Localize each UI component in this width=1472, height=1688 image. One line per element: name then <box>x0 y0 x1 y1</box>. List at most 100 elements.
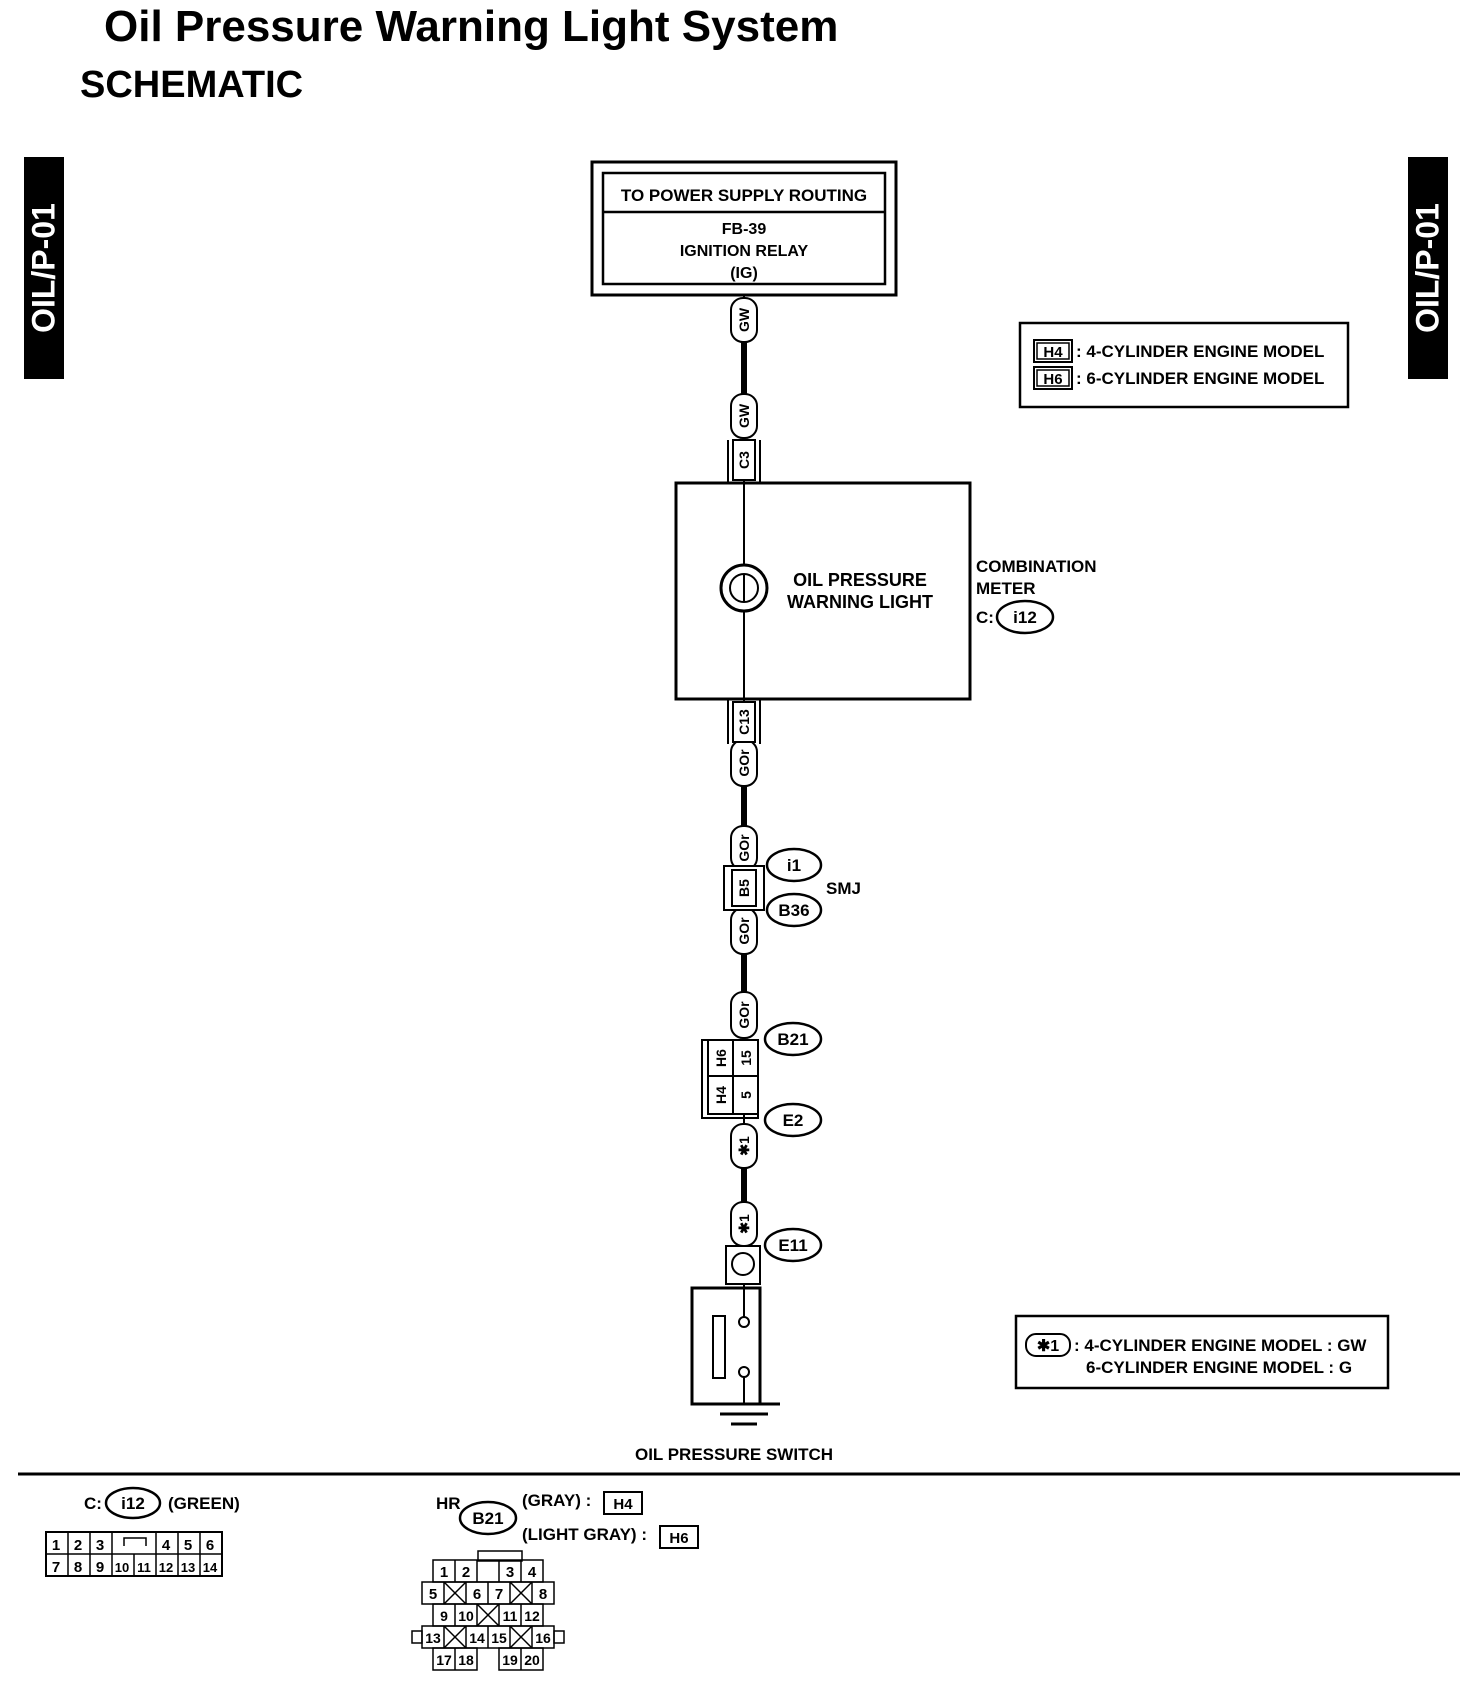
svg-text:13: 13 <box>425 1630 441 1646</box>
svg-text:13: 13 <box>181 1560 195 1575</box>
svg-text:GOr: GOr <box>736 834 752 862</box>
svg-text:6: 6 <box>206 1537 214 1554</box>
legend-h6-text: : 6-CYLINDER ENGINE MODEL <box>1076 369 1324 388</box>
svg-text:4: 4 <box>528 1564 537 1581</box>
svg-text:H6: H6 <box>669 1530 688 1547</box>
connector-e11-pin <box>725 1245 761 1285</box>
svg-text:B21: B21 <box>777 1030 808 1049</box>
svg-text:B21: B21 <box>472 1509 503 1528</box>
svg-text:17: 17 <box>436 1652 452 1668</box>
page-title: Oil Pressure Warning Light System <box>104 2 839 51</box>
svg-text:8: 8 <box>539 1586 547 1603</box>
svg-text:12: 12 <box>524 1608 540 1624</box>
wire-label-gw-1: GW <box>730 297 758 343</box>
svg-text:C3: C3 <box>736 451 752 469</box>
connector-b36: B36 <box>765 892 823 928</box>
svg-text:GOr: GOr <box>736 749 752 777</box>
svg-text:(GREEN): (GREEN) <box>168 1494 240 1513</box>
svg-text:C13: C13 <box>736 709 752 735</box>
star-legend: ✱1 : 4-CYLINDER ENGINE MODEL : GW 6-CYLI… <box>1014 1314 1390 1390</box>
legend-h4-tag: H4 <box>1043 344 1063 361</box>
svg-text:B5: B5 <box>736 879 752 897</box>
svg-text:6: 6 <box>473 1586 481 1603</box>
engine-legend: H4 : 4-CYLINDER ENGINE MODEL H6 : 6-CYLI… <box>1018 321 1350 409</box>
svg-text:3: 3 <box>506 1564 514 1581</box>
star-legend-tag: ✱1 <box>1037 1338 1059 1355</box>
svg-text:5: 5 <box>184 1537 192 1554</box>
svg-text:1: 1 <box>440 1564 448 1581</box>
wire-label-gor-1: GOr <box>730 739 758 787</box>
combination-meter: OIL PRESSURE WARNING LIGHT COMBINATION M… <box>674 481 1097 701</box>
wire-label-gor-3: GOr <box>730 907 758 955</box>
star-legend-line1: : 4-CYLINDER ENGINE MODEL : GW <box>1074 1336 1367 1355</box>
svg-text:11: 11 <box>503 1608 518 1624</box>
wire-label-gw-2: GW <box>730 393 758 439</box>
svg-text:HR: HR <box>436 1494 461 1513</box>
svg-text:GW: GW <box>736 307 752 332</box>
side-tab-right: OIL/P-01 <box>1408 157 1448 379</box>
svg-text:E11: E11 <box>778 1236 807 1255</box>
svg-text:9: 9 <box>96 1559 104 1576</box>
svg-text:B36: B36 <box>778 901 809 920</box>
pin-5: 5 <box>738 1091 754 1099</box>
svg-text:14: 14 <box>469 1630 485 1646</box>
power-supply-box: TO POWER SUPPLY ROUTING FB-39 IGNITION R… <box>590 160 898 297</box>
svg-text:2: 2 <box>74 1537 82 1554</box>
power-supply-line3: (IG) <box>730 265 758 282</box>
pin-15: 15 <box>738 1050 754 1066</box>
svg-text:16: 16 <box>535 1630 551 1646</box>
svg-text:GOr: GOr <box>736 1001 752 1029</box>
svg-text:✱1: ✱1 <box>736 1214 752 1234</box>
oil-pressure-switch <box>690 1286 780 1426</box>
svg-text:7: 7 <box>495 1586 503 1603</box>
pin-c13: C13 <box>727 700 761 744</box>
svg-text:14: 14 <box>203 1560 218 1575</box>
connector-e11: E11 <box>763 1227 823 1263</box>
lamp-label-line1: OIL PRESSURE <box>793 570 927 590</box>
connector-i1: i1 <box>765 847 823 883</box>
svg-text:7: 7 <box>52 1559 60 1576</box>
smj-label: SMJ <box>826 879 861 898</box>
svg-text:(LIGHT GRAY) :: (LIGHT GRAY) : <box>522 1525 647 1544</box>
meter-conn-i12: i12 <box>1013 608 1037 627</box>
connector-view-i12: C: i12 (GREEN) 1 2 3 4 5 6 7 8 9 10 11 1… <box>45 1486 240 1577</box>
star-legend-line2: 6-CYLINDER ENGINE MODEL : G <box>1086 1358 1352 1377</box>
svg-text:11: 11 <box>137 1560 151 1575</box>
connector-view-b21: HR B21 (GRAY) : H4 (LIGHT GRAY) : H6 1 2… <box>411 1491 699 1671</box>
legend-h4-text: : 4-CYLINDER ENGINE MODEL <box>1076 342 1324 361</box>
svg-text:4: 4 <box>162 1537 171 1554</box>
pin-h6-tag: H6 <box>713 1049 729 1067</box>
page-subtitle: SCHEMATIC <box>80 64 304 106</box>
meter-label-line1: COMBINATION <box>976 557 1097 576</box>
side-tab-left: OIL/P-01 <box>24 157 64 379</box>
meter-label-line2: METER <box>976 579 1036 598</box>
svg-text:E2: E2 <box>783 1111 804 1130</box>
meter-conn-prefix: C: <box>976 608 994 627</box>
svg-text:GOr: GOr <box>736 917 752 945</box>
svg-text:i12: i12 <box>121 1494 145 1513</box>
svg-text:20: 20 <box>524 1652 540 1668</box>
lamp-label-line2: WARNING LIGHT <box>787 592 933 612</box>
pin-h4-tag: H4 <box>713 1086 729 1104</box>
svg-text:(GRAY) :: (GRAY) : <box>522 1491 591 1510</box>
svg-text:3: 3 <box>96 1537 104 1554</box>
svg-text:GW: GW <box>736 403 752 428</box>
wire-label-star1-2: ✱1 <box>730 1201 758 1247</box>
svg-text:10: 10 <box>115 1560 129 1575</box>
svg-text:10: 10 <box>458 1608 474 1624</box>
svg-text:15: 15 <box>491 1630 507 1646</box>
svg-text:C:: C: <box>84 1494 102 1513</box>
svg-text:18: 18 <box>458 1652 474 1668</box>
svg-text:12: 12 <box>159 1560 173 1575</box>
power-supply-header: TO POWER SUPPLY ROUTING <box>621 186 867 205</box>
wire-label-star1-1: ✱1 <box>730 1123 758 1169</box>
svg-text:8: 8 <box>74 1559 82 1576</box>
connector-e2: E2 <box>763 1102 823 1138</box>
svg-text:2: 2 <box>462 1564 470 1581</box>
power-supply-line2: IGNITION RELAY <box>680 243 809 260</box>
svg-text:H4: H4 <box>613 1496 633 1513</box>
pin-c3: C3 <box>727 439 761 482</box>
oil-pressure-switch-label: OIL PRESSURE SWITCH <box>635 1445 833 1464</box>
